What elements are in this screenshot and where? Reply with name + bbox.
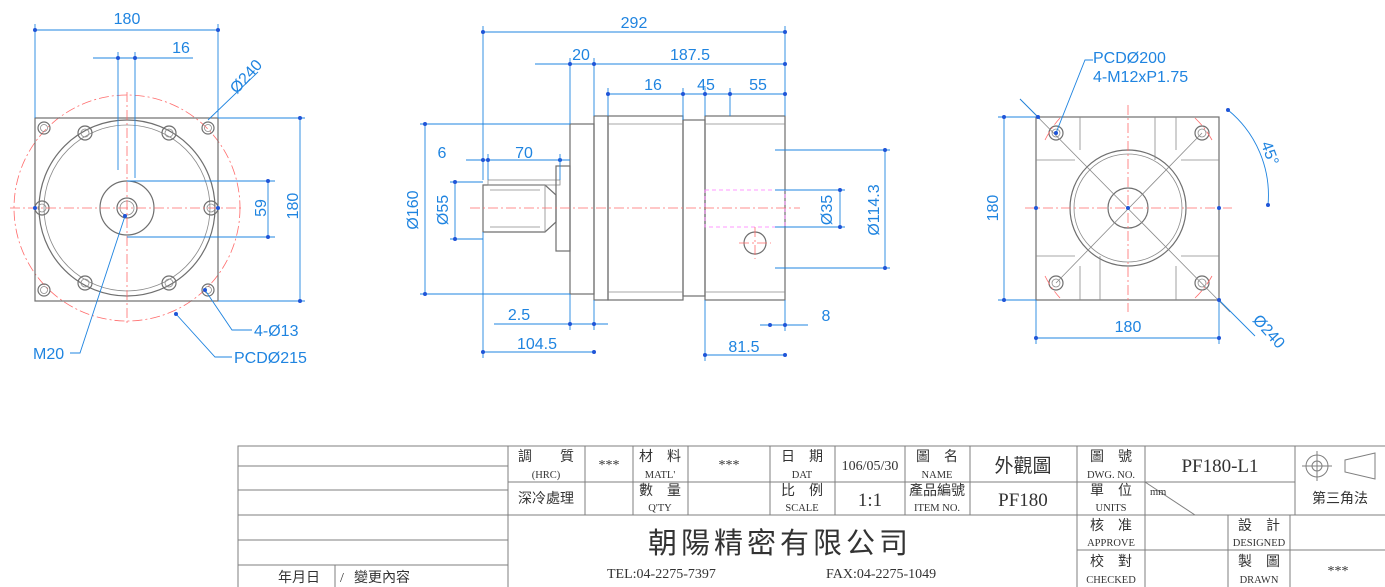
- item-sub: ITEM NO.: [914, 503, 960, 514]
- rear-thread-callout: 4-M12xP1.75: [1093, 69, 1188, 86]
- side-flange-length: 20: [572, 47, 590, 64]
- front-width-dim: 180: [114, 11, 141, 28]
- name-label: 圖 名: [916, 449, 958, 465]
- approve-label: 核 准: [1090, 518, 1132, 534]
- dwg-label: 圖 號: [1090, 449, 1132, 465]
- drawn-value: ***: [1328, 564, 1349, 579]
- third-angle-projection-icon: [1302, 451, 1376, 481]
- company-fax: FAX:04-2275-1049: [826, 567, 936, 582]
- rear-width-dim: 180: [1115, 319, 1142, 336]
- side-output-dia: Ø35: [819, 195, 836, 225]
- material-value: ***: [719, 458, 740, 473]
- company-tel: TEL:04-2275-7397: [607, 567, 716, 582]
- front-thread-callout: M20: [33, 346, 64, 363]
- side-rear-length: 81.5: [728, 339, 759, 356]
- front-bolt-holes: [34, 121, 219, 297]
- side-key-offset: 6: [438, 145, 447, 162]
- front-diagonal-dim: Ø240: [227, 57, 266, 98]
- checked-sub: CHECKED: [1086, 575, 1136, 586]
- side-shaft-to-flange: 104.5: [517, 336, 557, 353]
- side-section-c: 55: [749, 77, 767, 94]
- side-overall-length: 292: [621, 15, 648, 32]
- side-body-length: 187.5: [670, 47, 710, 64]
- side-output-height: Ø114.3: [866, 184, 883, 235]
- revision-content-label: 變更內容: [354, 569, 410, 586]
- designed-label: 設 計: [1238, 518, 1280, 534]
- scale-sub: SCALE: [785, 503, 818, 514]
- date-label: 日 期: [781, 449, 823, 465]
- side-flange-thickness: 2.5: [508, 307, 530, 324]
- rear-view: PCDØ200 4-M12xP1.75 45° 180 180 Ø240: [985, 50, 1288, 352]
- units-label: 單 位: [1090, 483, 1132, 499]
- qty-sub: Q'TY: [648, 503, 672, 514]
- side-section-a: 16: [644, 77, 662, 94]
- hardness-sub: (HRC): [532, 470, 561, 481]
- front-view: 180 16 Ø240 180 59 4-Ø13 PCDØ215 M20: [10, 11, 307, 367]
- units-sub: UNITS: [1096, 503, 1127, 514]
- side-pilot-dia: Ø160: [405, 190, 422, 229]
- side-view: 292 20 187.5 16 45 55 6 70 Ø160 Ø55 2.5 …: [405, 15, 890, 361]
- side-rear-offset: 8: [822, 308, 831, 325]
- date-sub: DAT: [792, 470, 813, 481]
- dwg-value: PF180-L1: [1181, 456, 1258, 477]
- hardness-value: ***: [599, 458, 620, 473]
- side-pilot: [569, 123, 595, 295]
- projection-label: 第三角法: [1312, 490, 1368, 507]
- front-offset-dim: 16: [172, 40, 190, 57]
- side-shaft-dia: Ø55: [435, 195, 452, 225]
- hardness-label: 調 質: [518, 449, 574, 465]
- rear-pcd-callout: PCDØ200: [1093, 50, 1166, 67]
- side-key-length: 70: [515, 145, 533, 162]
- drawn-sub: DRAWN: [1240, 575, 1279, 586]
- front-center-offset-dim: 59: [253, 199, 270, 217]
- title-block: 調 質 (HRC) *** 深冷處理 材 料 MATL' *** 數 量 Q'T…: [237, 445, 1385, 587]
- heat-treat-value: 深冷處理: [518, 491, 574, 507]
- scale-value: 1:1: [858, 490, 882, 511]
- material-sub: MATL': [645, 470, 676, 481]
- designed-sub: DESIGNED: [1233, 538, 1286, 549]
- scale-label: 比 例: [781, 483, 823, 499]
- rear-diagonal-dim: Ø240: [1249, 312, 1288, 353]
- side-section-b: 45: [697, 77, 715, 94]
- revision-date-label: 年月日: [278, 570, 320, 586]
- revision-separator: /: [340, 571, 344, 586]
- front-hole-callout: 4-Ø13: [254, 323, 299, 340]
- side-shaft-step: [555, 165, 571, 252]
- company-name: 朝陽精密有限公司: [648, 527, 912, 560]
- qty-label: 數 量: [639, 483, 681, 499]
- name-value: 外觀圖: [994, 455, 1051, 477]
- drawn-label: 製 圖: [1238, 554, 1280, 570]
- rear-angle-dim: 45°: [1257, 139, 1281, 168]
- front-square-flange: [34, 117, 219, 302]
- front-pcd-callout: PCDØ215: [234, 350, 307, 367]
- approve-sub: APPROVE: [1087, 538, 1135, 549]
- date-value: 106/05/30: [842, 459, 899, 474]
- item-value: PF180: [998, 490, 1048, 511]
- dwg-sub: DWG. NO.: [1087, 470, 1135, 481]
- side-input-bore-hidden: [704, 189, 786, 228]
- material-label: 材 料: [639, 449, 681, 465]
- units-value: mm: [1150, 487, 1166, 498]
- name-sub: NAME: [922, 470, 953, 481]
- item-label: 產品編號: [909, 482, 965, 499]
- checked-label: 校 對: [1090, 553, 1132, 570]
- front-height-dim: 180: [285, 193, 302, 220]
- rear-height-dim: 180: [985, 195, 1002, 222]
